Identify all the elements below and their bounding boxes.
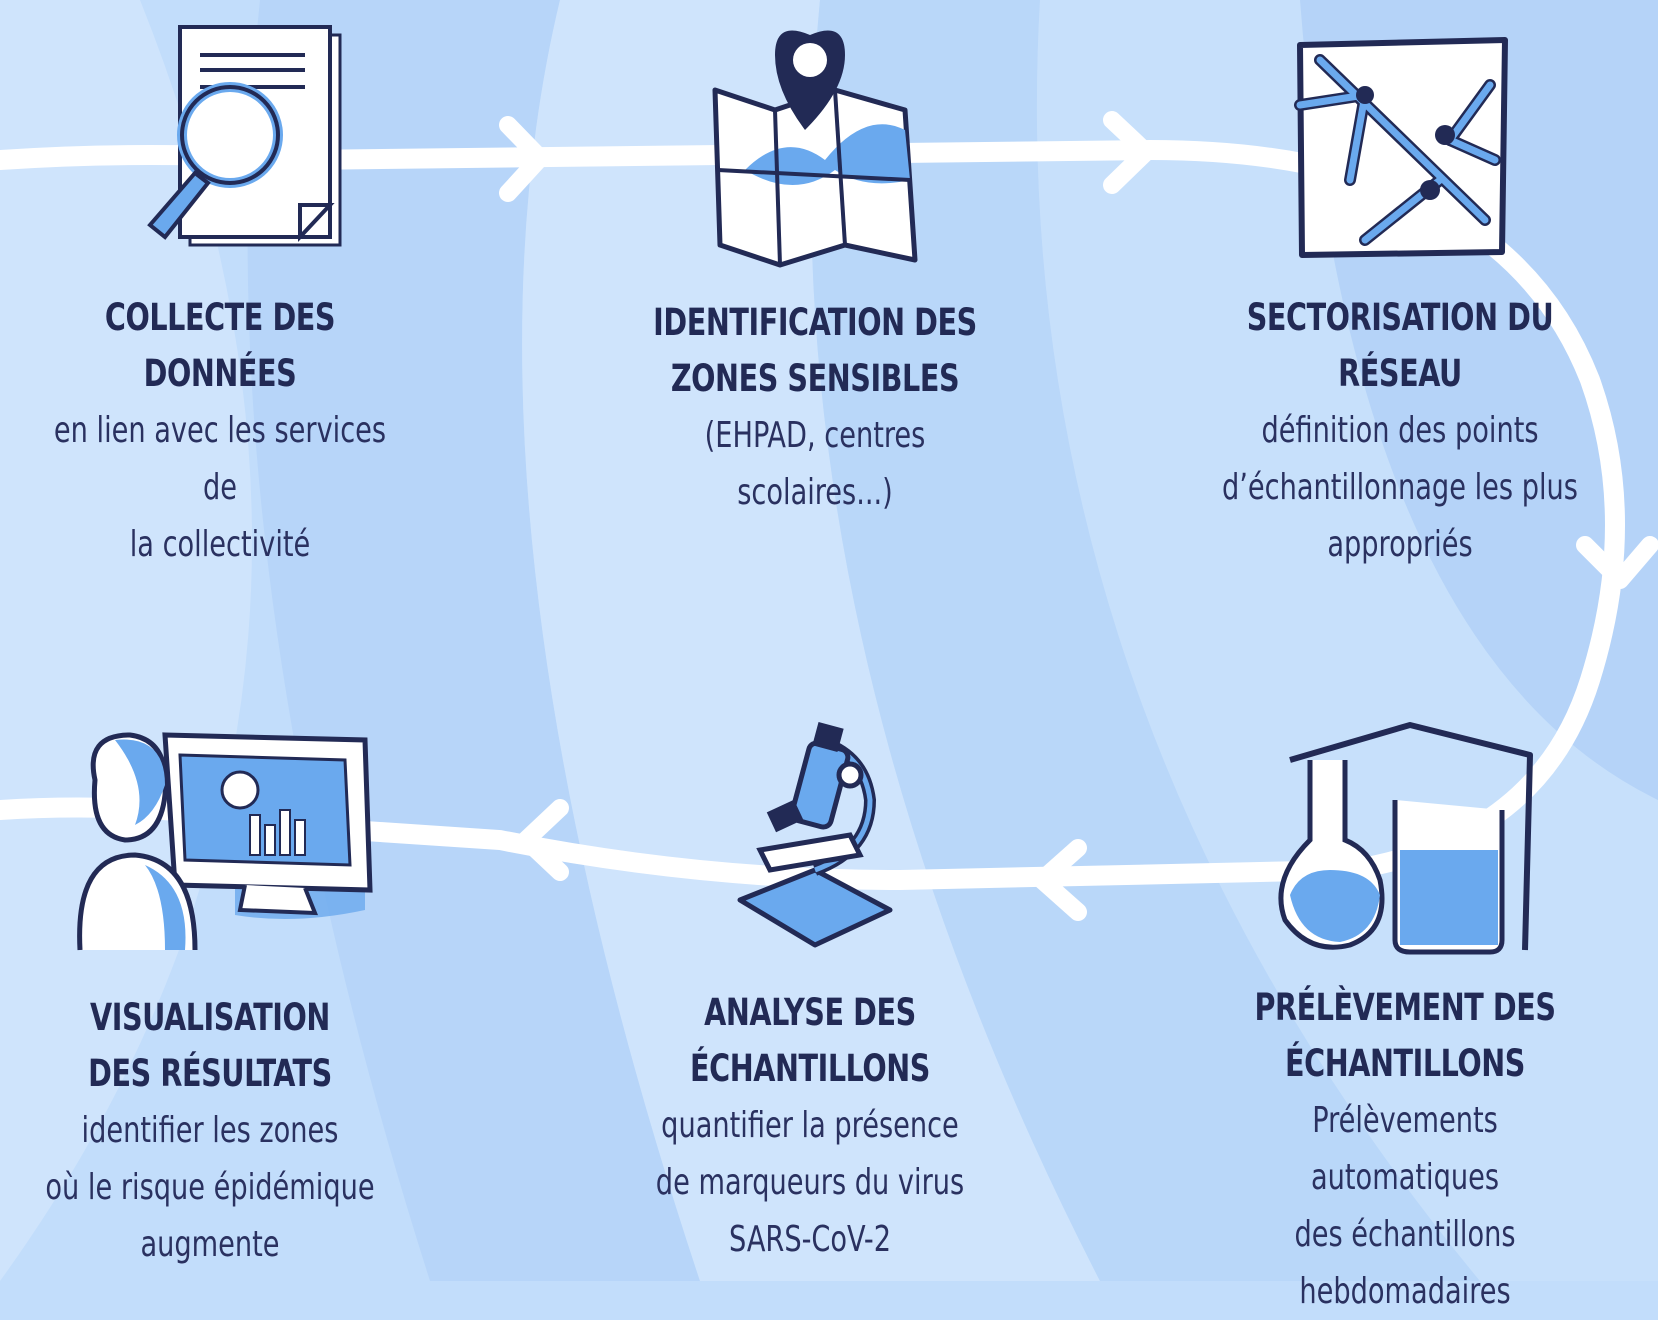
step-identification: IDENTIFICATION DES ZONES SENSIBLES (EHPA… [600, 20, 1030, 521]
map-pin-icon [712, 30, 918, 268]
step-analyse: ANALYSE DES ÉCHANTILLONS quantifier la p… [590, 720, 1030, 1268]
arrow-right-1 [499, 116, 549, 202]
flask-sampling-icon [1278, 722, 1533, 955]
step-title: ANALYSE DES ÉCHANTILLONS [690, 991, 930, 1090]
network-pipes-icon [1294, 37, 1508, 258]
step-description: (EHPAD, centres scolaires...) [704, 415, 926, 513]
step-title: COLLECTE DES DONNÉES [104, 296, 336, 395]
step-description: quantifier la présence de marqueurs du v… [655, 1105, 965, 1260]
microscope-icon [737, 722, 893, 948]
step-description: définition des points d’échantillonnage … [1222, 410, 1578, 565]
arrow-right-2 [1103, 111, 1155, 194]
step-collecte: COLLECTE DES DONNÉES en lien avec les se… [10, 15, 430, 573]
step-description: en lien avec les services de la collecti… [53, 410, 387, 565]
step-title: SECTORISATION DU RÉSEAU [1246, 296, 1554, 395]
step-prelevement: PRÉLÈVEMENT DES ÉCHANTILLONS Prélèvement… [1185, 720, 1625, 1320]
step-visualisation: VISUALISATION DES RÉSULTATS identifier l… [5, 725, 415, 1273]
arrow-left-1 [1033, 839, 1087, 921]
person-monitor-icon [77, 732, 373, 951]
step-sectorisation: SECTORISATION DU RÉSEAU définition des p… [1165, 30, 1635, 573]
step-title: VISUALISATION DES RÉSULTATS [88, 996, 332, 1095]
document-magnifier-icon [147, 25, 342, 247]
arrow-left-2 [517, 799, 569, 881]
step-description: identifier les zones où le risque épidém… [45, 1110, 375, 1265]
step-description: Prélèvements automatiques des échantillo… [1294, 1100, 1516, 1312]
arrow-down [1576, 536, 1658, 589]
step-title: PRÉLÈVEMENT DES ÉCHANTILLONS [1254, 986, 1556, 1085]
step-title: IDENTIFICATION DES ZONES SENSIBLES [653, 301, 977, 400]
